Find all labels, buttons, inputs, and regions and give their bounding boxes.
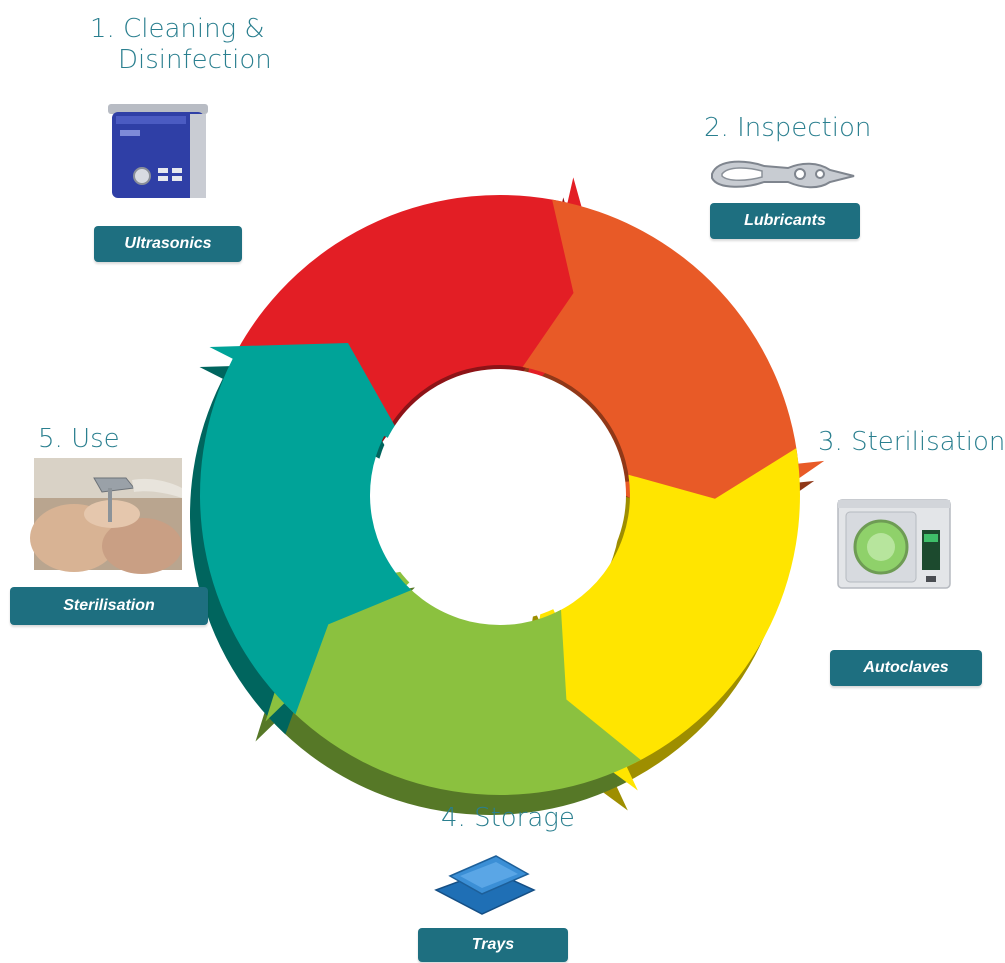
step-1-title: 1. Cleaning & Disinfection bbox=[90, 14, 272, 76]
cycle-center bbox=[374, 369, 626, 621]
step-3-badge: Autoclaves bbox=[830, 650, 982, 686]
step-3-title: 3. Sterilisation bbox=[818, 427, 1005, 458]
cycle-arrow-1 bbox=[237, 177, 611, 432]
cycle-arrow-5 bbox=[200, 343, 412, 715]
step-5-badge-label: Sterilisation bbox=[63, 597, 155, 614]
step-2-title: 2. Inspection bbox=[704, 113, 871, 144]
step-1-title-line-2: Disinfection bbox=[118, 45, 272, 75]
step-5-title-line-1: 5. Use bbox=[38, 424, 120, 454]
step-4-title: 4. Storage bbox=[441, 803, 575, 834]
step-5-title: 5. Use bbox=[38, 424, 120, 455]
step-2-badge: Lubricants bbox=[710, 203, 860, 239]
step-2-title-line-1: 2. Inspection bbox=[704, 113, 872, 143]
cycle-arrow-4 bbox=[265, 567, 641, 795]
step-3-badge-label: Autoclaves bbox=[863, 659, 949, 676]
step-1-badge: Ultrasonics bbox=[94, 226, 242, 262]
step-1-title-line-1: 1. Cleaning & bbox=[90, 14, 265, 44]
step-4-title-line-1: 4. Storage bbox=[441, 803, 575, 833]
tray-icon bbox=[434, 855, 536, 915]
instrument-use-photo bbox=[30, 458, 182, 574]
ultrasonic-cleaner-icon bbox=[108, 104, 208, 198]
cycle-arrow-2 bbox=[522, 199, 825, 540]
step-3-title-line-1: 3. Sterilisation bbox=[818, 427, 1005, 457]
cycle-arrow-3 bbox=[526, 448, 800, 791]
step-5-badge: Sterilisation bbox=[10, 587, 208, 625]
step-1-badge-label: Ultrasonics bbox=[124, 235, 212, 252]
step-4-badge: Trays bbox=[418, 928, 568, 962]
dental-instrument-icon bbox=[711, 160, 855, 189]
step-2-badge-label: Lubricants bbox=[744, 212, 826, 229]
step-4-badge-label: Trays bbox=[471, 936, 515, 953]
autoclave-icon bbox=[837, 499, 951, 589]
